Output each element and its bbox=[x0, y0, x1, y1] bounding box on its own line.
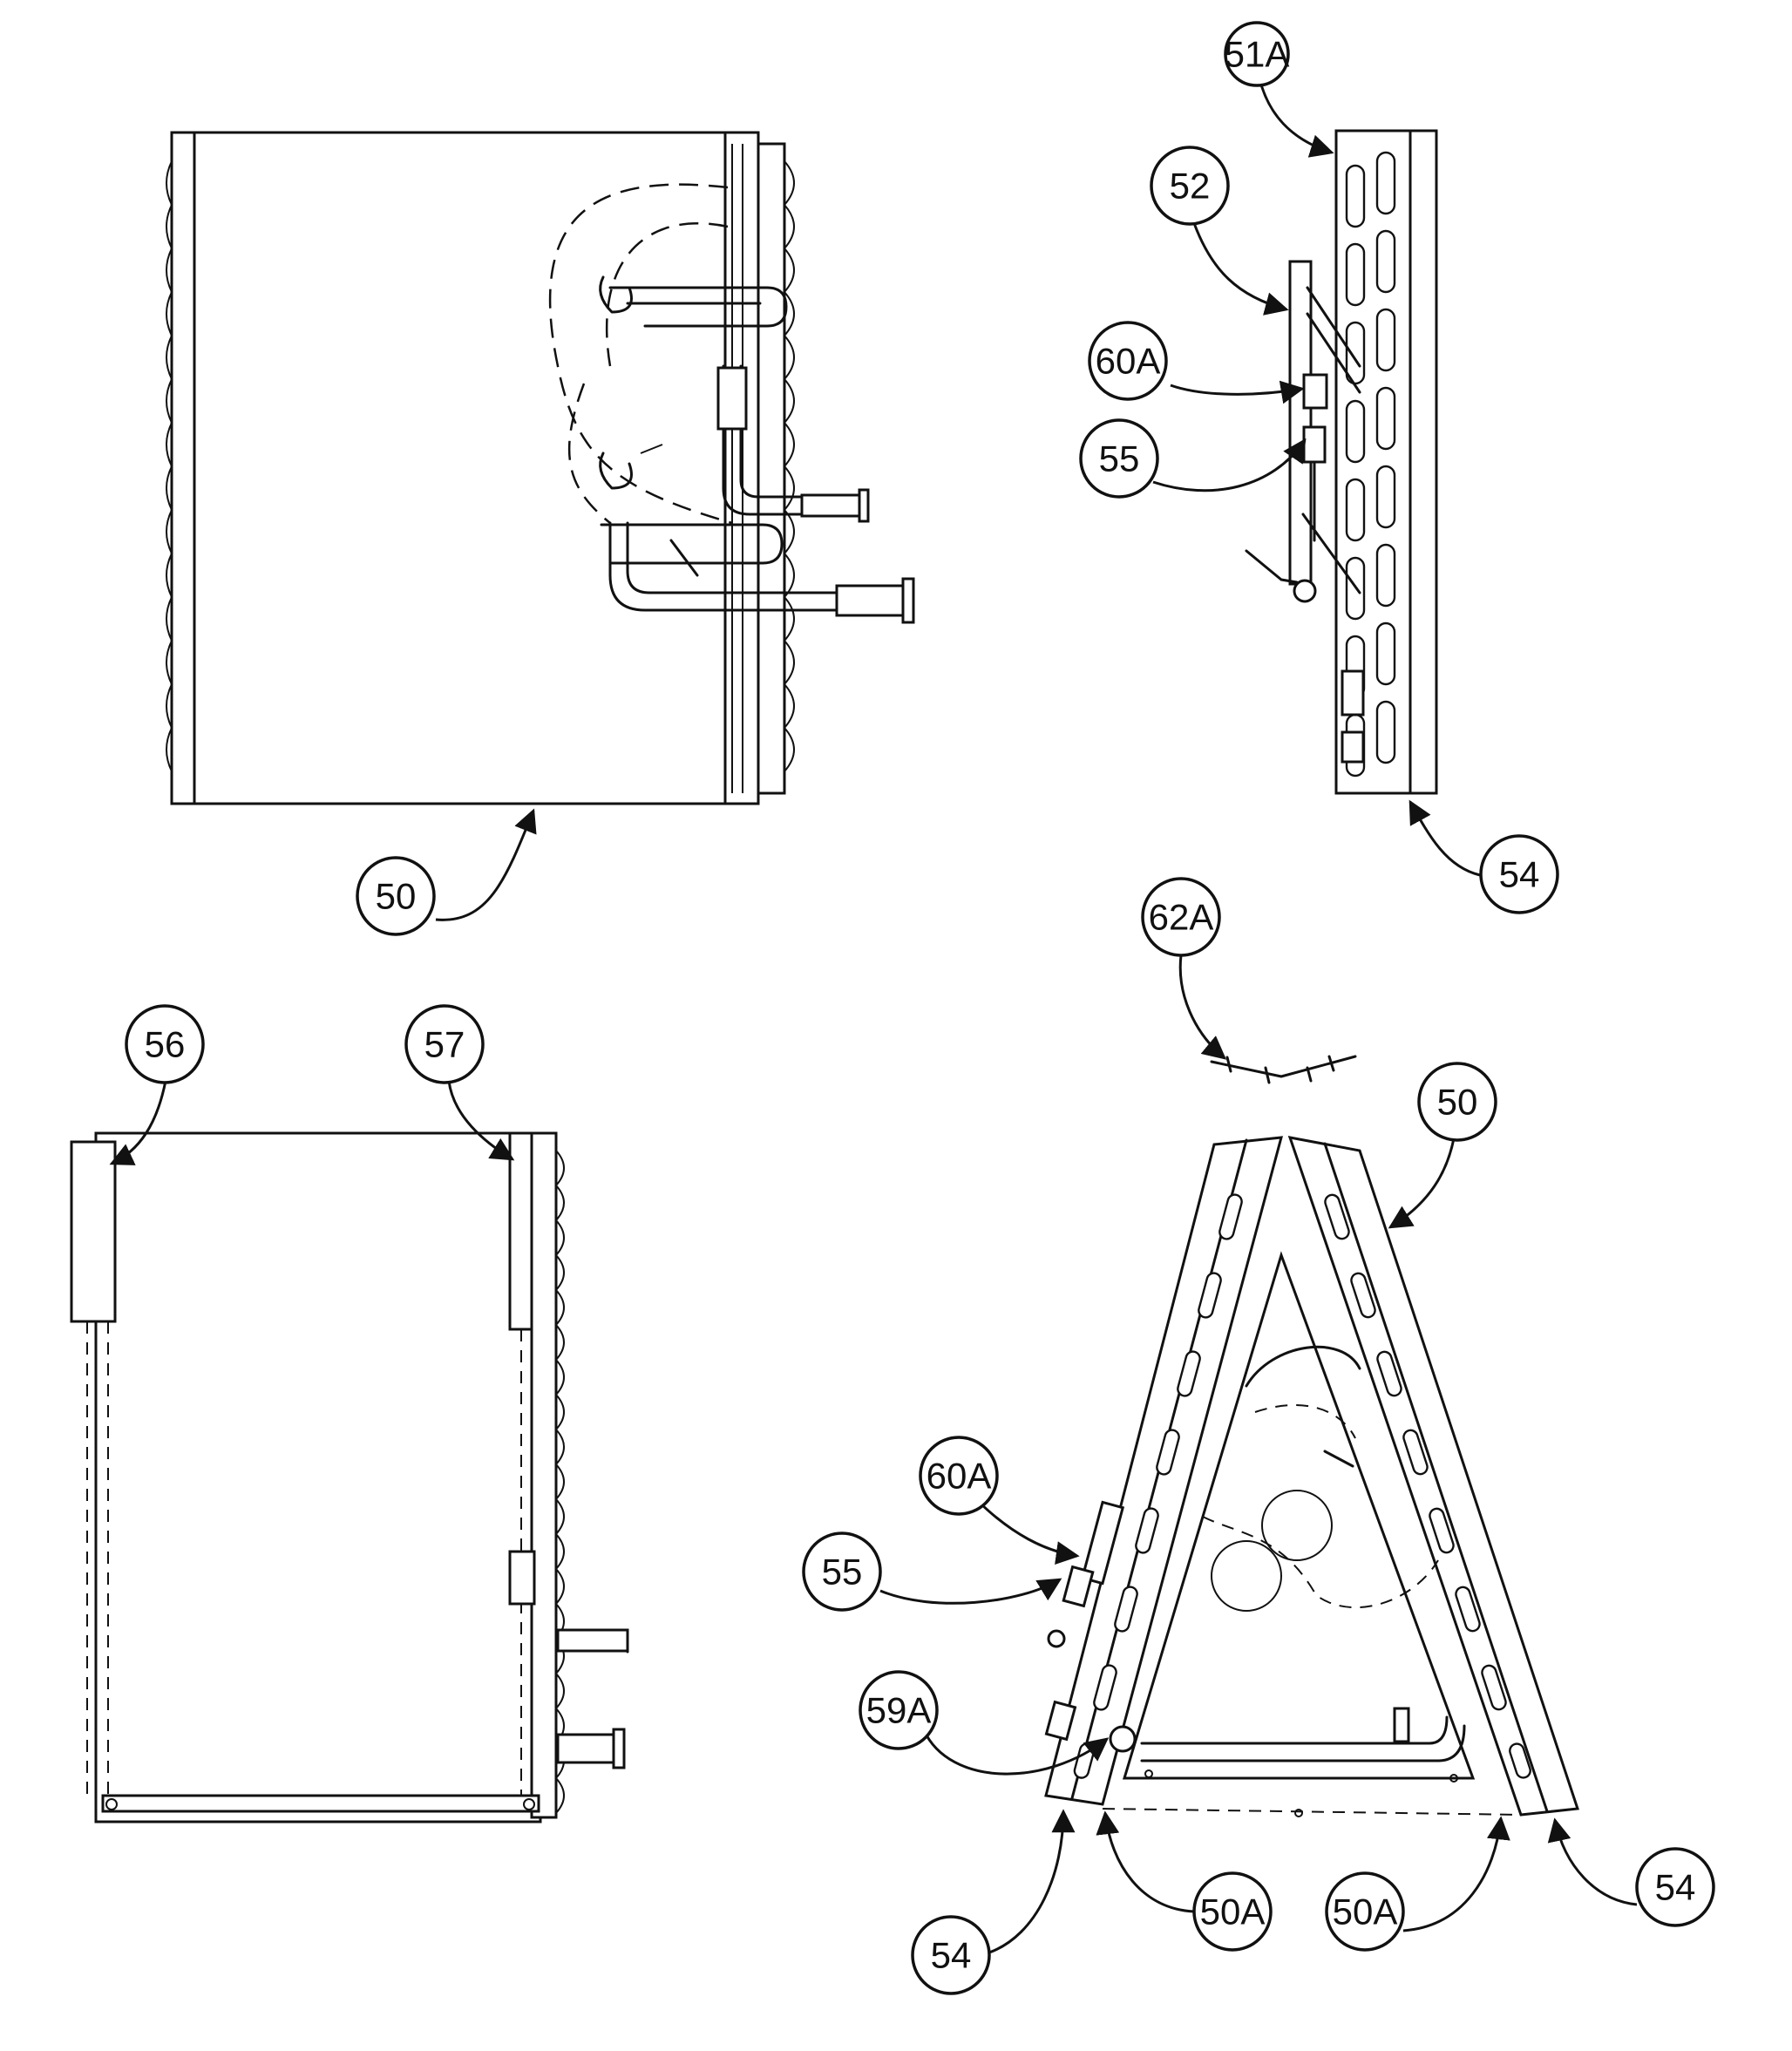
coil-side-view bbox=[1245, 129, 1438, 795]
callout-52: 52 bbox=[1150, 146, 1230, 226]
svg-text:62A: 62A bbox=[1149, 897, 1214, 938]
svg-text:50A: 50A bbox=[1200, 1891, 1266, 1932]
svg-text:55: 55 bbox=[1099, 438, 1140, 479]
coil-back-view bbox=[70, 1131, 629, 1823]
a-coil-assembly-view bbox=[1044, 1055, 1580, 1817]
svg-text:60A: 60A bbox=[927, 1456, 992, 1497]
svg-text:60A: 60A bbox=[1096, 341, 1161, 382]
svg-text:52: 52 bbox=[1170, 166, 1211, 207]
svg-text:50: 50 bbox=[1437, 1082, 1478, 1123]
callout-50a-right: 50A bbox=[1325, 1871, 1405, 1952]
callout-51a: 51A bbox=[1224, 21, 1290, 87]
svg-text:54: 54 bbox=[1499, 854, 1540, 895]
a-coil-right-slots bbox=[1324, 1193, 1531, 1779]
svg-text:51A: 51A bbox=[1225, 34, 1290, 75]
callout-56: 56 bbox=[125, 1004, 205, 1084]
svg-text:56: 56 bbox=[145, 1024, 186, 1065]
callout-59a: 59A bbox=[859, 1670, 939, 1750]
svg-text:50: 50 bbox=[376, 876, 417, 917]
svg-text:55: 55 bbox=[822, 1552, 863, 1593]
svg-text:59A: 59A bbox=[866, 1690, 932, 1731]
callout-50a-left: 50A bbox=[1192, 1871, 1273, 1952]
callout-57: 57 bbox=[404, 1004, 485, 1084]
svg-text:54: 54 bbox=[1655, 1867, 1696, 1908]
callout-54-bottom-right: 54 bbox=[1635, 1847, 1715, 1927]
callout-50-bottom: 50 bbox=[1417, 1062, 1497, 1142]
svg-text:54: 54 bbox=[931, 1935, 972, 1976]
callout-54-top: 54 bbox=[1479, 834, 1559, 914]
callout-55-bottom: 55 bbox=[802, 1531, 882, 1612]
svg-text:50A: 50A bbox=[1333, 1891, 1398, 1932]
coil-front-view bbox=[166, 131, 915, 805]
svg-text:57: 57 bbox=[424, 1024, 465, 1065]
callout-62a: 62A bbox=[1141, 877, 1221, 957]
callout-55-top: 55 bbox=[1079, 418, 1159, 499]
callout-60a-bottom: 60A bbox=[919, 1436, 999, 1516]
callout-54-bottom-left: 54 bbox=[911, 1915, 991, 1995]
callout-50-top: 50 bbox=[356, 856, 436, 936]
callout-60a-top: 60A bbox=[1088, 321, 1168, 401]
